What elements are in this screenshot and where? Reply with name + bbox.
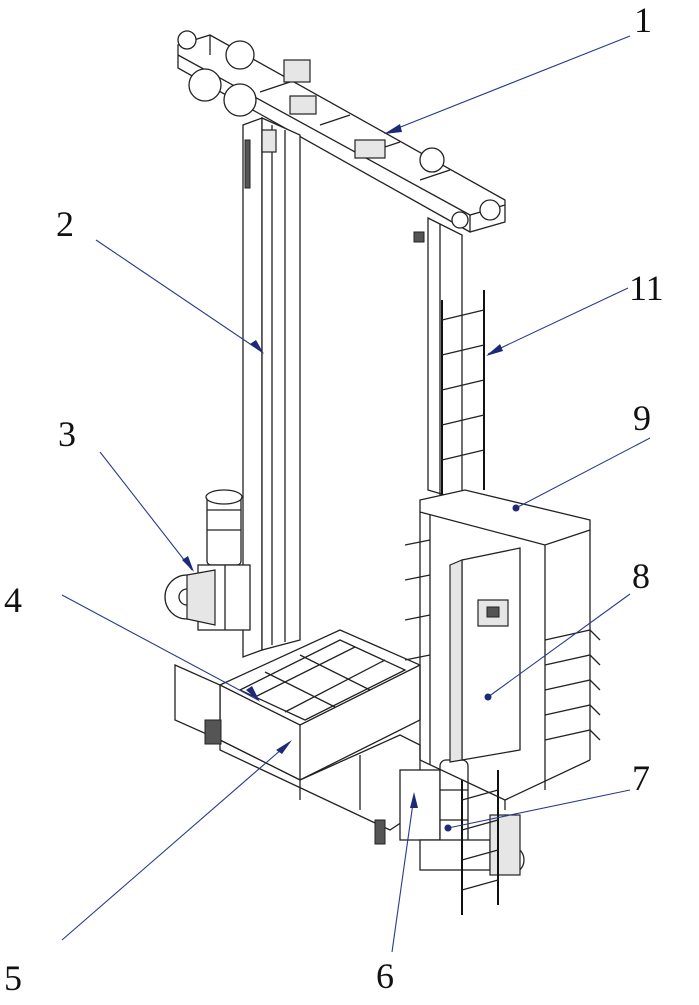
- callout-2: 2: [56, 206, 74, 242]
- callout-7: 7: [632, 760, 650, 796]
- drive-motor: [165, 490, 250, 630]
- right-mast: [414, 218, 462, 500]
- callout-11: 11: [629, 270, 664, 306]
- top-beam: [178, 35, 505, 232]
- lift-carriage: [175, 630, 420, 844]
- callout-4: 4: [4, 582, 22, 618]
- callout-9: 9: [633, 400, 651, 436]
- callout-3: 3: [58, 416, 76, 452]
- callout-5: 5: [4, 960, 22, 996]
- callout-8: 8: [632, 558, 650, 594]
- left-mast: [243, 118, 300, 657]
- electrical-cabinet: [450, 548, 520, 762]
- callout-1: 1: [634, 2, 652, 38]
- callout-6: 6: [376, 958, 394, 994]
